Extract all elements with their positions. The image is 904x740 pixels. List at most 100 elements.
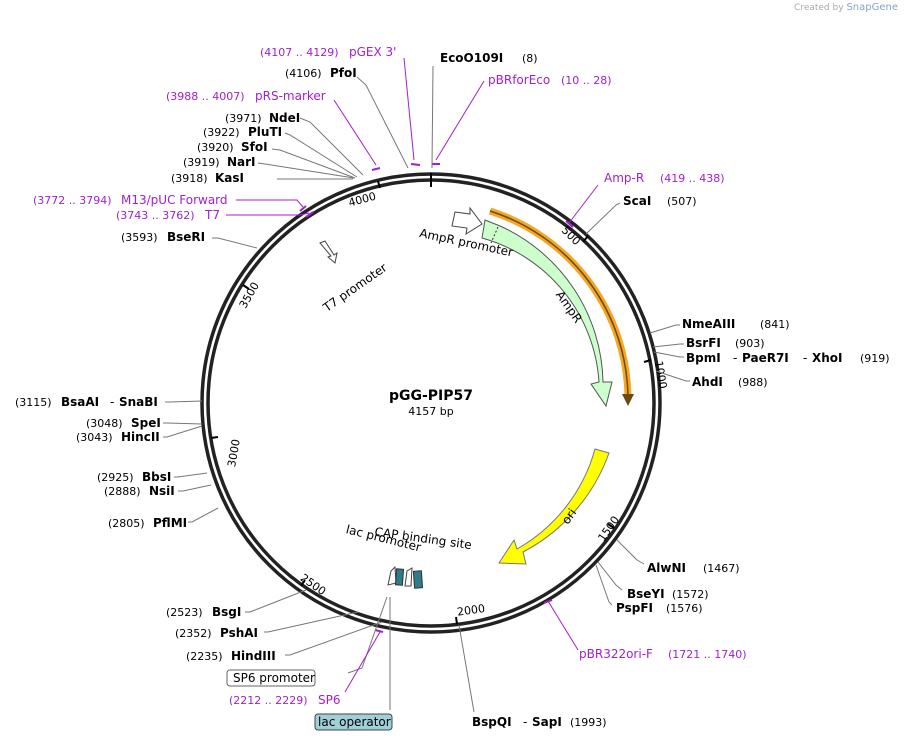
enzyme-scai: ScaI [623,194,651,208]
primer-pbr322ori-f: pBR322ori-F [579,647,653,661]
enzyme-pspfi: PspFI [616,601,653,615]
primer-mark-sp6 [374,629,384,633]
enzyme-scai-pos: (507) [667,195,697,208]
primer-t7-range: (3743 .. 3762) [116,209,195,222]
tick-4000 [377,180,381,189]
enzyme-ecoo109i-pos: (8) [522,52,538,65]
primer-mark-pgex3 [410,163,421,166]
enzyme-bsaai-sep: - [110,395,114,409]
plasmid-name: pGG-PIP57 [389,388,473,404]
leader-nsii [178,484,212,492]
leader-ahdi [655,370,690,382]
enzyme-nari: NarI [227,155,256,169]
leader-ecoo109i [431,65,434,169]
enzyme-leaders [163,65,690,713]
tick-label-1500: 1500 [595,514,622,544]
enzyme-pluti: PluTI [248,125,282,139]
pleader-sp6 [344,631,381,693]
enzyme-ndei: NdeI [269,111,300,125]
primer-mark-m13 [299,205,307,212]
pleader-pbr322ori [547,600,579,651]
tick-label-1000: 1000 [652,360,670,390]
label-t7-promoter: T7 promoter [320,260,390,315]
primer-sp6-range: (2212 .. 2229) [229,694,308,707]
enzyme-ahdi-pos: (988) [738,376,768,389]
lac-promoter-arrow-small [387,565,397,586]
primer-pbrforeco-range: (10 .. 28) [561,74,612,87]
enzyme-pfoi: PfoI [330,66,357,80]
enzyme-bsgi-pos: (2523) [166,606,203,619]
enzyme-pspfi-pos: (1576) [666,602,703,615]
enzyme-bbsi: BbsI [142,470,171,484]
leader-sfoi [271,148,356,179]
leader-nmeaiii [649,324,680,334]
primer-leaders [226,57,599,693]
enzyme-alwni: AlwNI [647,561,686,575]
primer-m13-range: (3772 .. 3794) [33,194,112,207]
enzyme-xhoi: XhoI [812,351,843,365]
enzyme-bseyi: BseYI [627,587,665,601]
enzyme-hincii: HincII [121,430,160,444]
leader-ndei [299,117,364,176]
enzyme-sfoi: SfoI [241,140,268,154]
sp6-promoter-box [226,669,316,687]
tick-label-3000: 3000 [225,438,243,468]
tick-1500 [607,523,615,529]
primer-amp-r-range: (419 .. 438) [660,172,725,185]
lac-operator-block [394,568,405,586]
leader-pflmi [188,507,219,523]
pleader-pbrforeco [435,80,485,161]
enzyme-nari-pos: (3919) [183,156,220,169]
sp6-promoter-label: SP6 promoter [233,671,315,685]
leader-sp6-promoter [347,596,388,674]
primer-mark-t7 [305,211,314,218]
enzyme-bspqi-sep: - [523,715,527,729]
ori-feature [498,448,610,565]
pleader-pgex3 [403,57,415,161]
enzyme-hincii-pos: (3043) [76,431,113,444]
leader-alwni [616,539,645,565]
primer-pbrforeco: pBRforEco [488,73,550,87]
enzyme-bpmi-sep1: - [733,351,737,365]
leader-pluti [284,132,358,178]
pleader-m13 [236,199,304,208]
enzyme-bspqi: BspQI [472,715,512,729]
amp-r-primer-track [489,210,629,399]
enzyme-ahdi: AhdI [692,375,723,389]
tick-2000 [455,616,458,625]
pleader-amp-r [568,184,599,224]
leader-hincii [163,425,203,438]
enzyme-kasi-pos: (3918) [171,172,208,185]
tick-3500 [242,284,250,290]
enzyme-bspqi-pos: (1993) [570,716,607,729]
primer-labels: (4107 .. 4129) pGEX 3' pBRforEco (10 .. … [33,45,747,707]
leader-bspqi [458,624,475,713]
leader-hindiii [285,621,383,656]
enzyme-bsaai: BsaAI [61,395,99,409]
enzyme-nmeaiii-pos: (841) [760,318,790,331]
enzyme-bpmi-pos: (919) [860,352,890,365]
primer-pgex3: pGEX 3' [349,45,396,59]
enzyme-pluti-pos: (3922) [203,126,240,139]
leader-bbsi [174,472,208,478]
ampr-boundary [490,226,499,244]
leader-bsaai [165,400,203,403]
ampr-feature [481,219,613,408]
position-ticks: 500 1000 1500 2000 2500 3000 3500 4000 [210,180,670,625]
primer-mark-prs-marker [371,167,381,171]
leader-bseyi [597,561,623,591]
enzyme-hindiii: HindIII [231,649,276,663]
leader-scai [585,202,621,235]
enzyme-pfoi-pos: (4106) [285,67,322,80]
leader-bsrfi [652,343,684,348]
enzyme-paer7i: PaeR7I [742,351,789,365]
primer-amp-r: Amp-R [604,171,644,185]
enzyme-labels: EcoO109I (8) (4106) PfoI (3971) NdeI (39… [15,51,890,729]
pleader-prs-marker [333,99,377,166]
enzyme-bpmi: BpmI [686,351,721,365]
enzyme-bseyi-pos: (1572) [672,588,709,601]
tick-label-4000: 4000 [347,190,377,210]
enzyme-bsrfi: BsrFI [686,336,721,350]
tick-label-2000: 2000 [456,602,486,619]
enzyme-pshai-pos: (2352) [175,627,212,640]
